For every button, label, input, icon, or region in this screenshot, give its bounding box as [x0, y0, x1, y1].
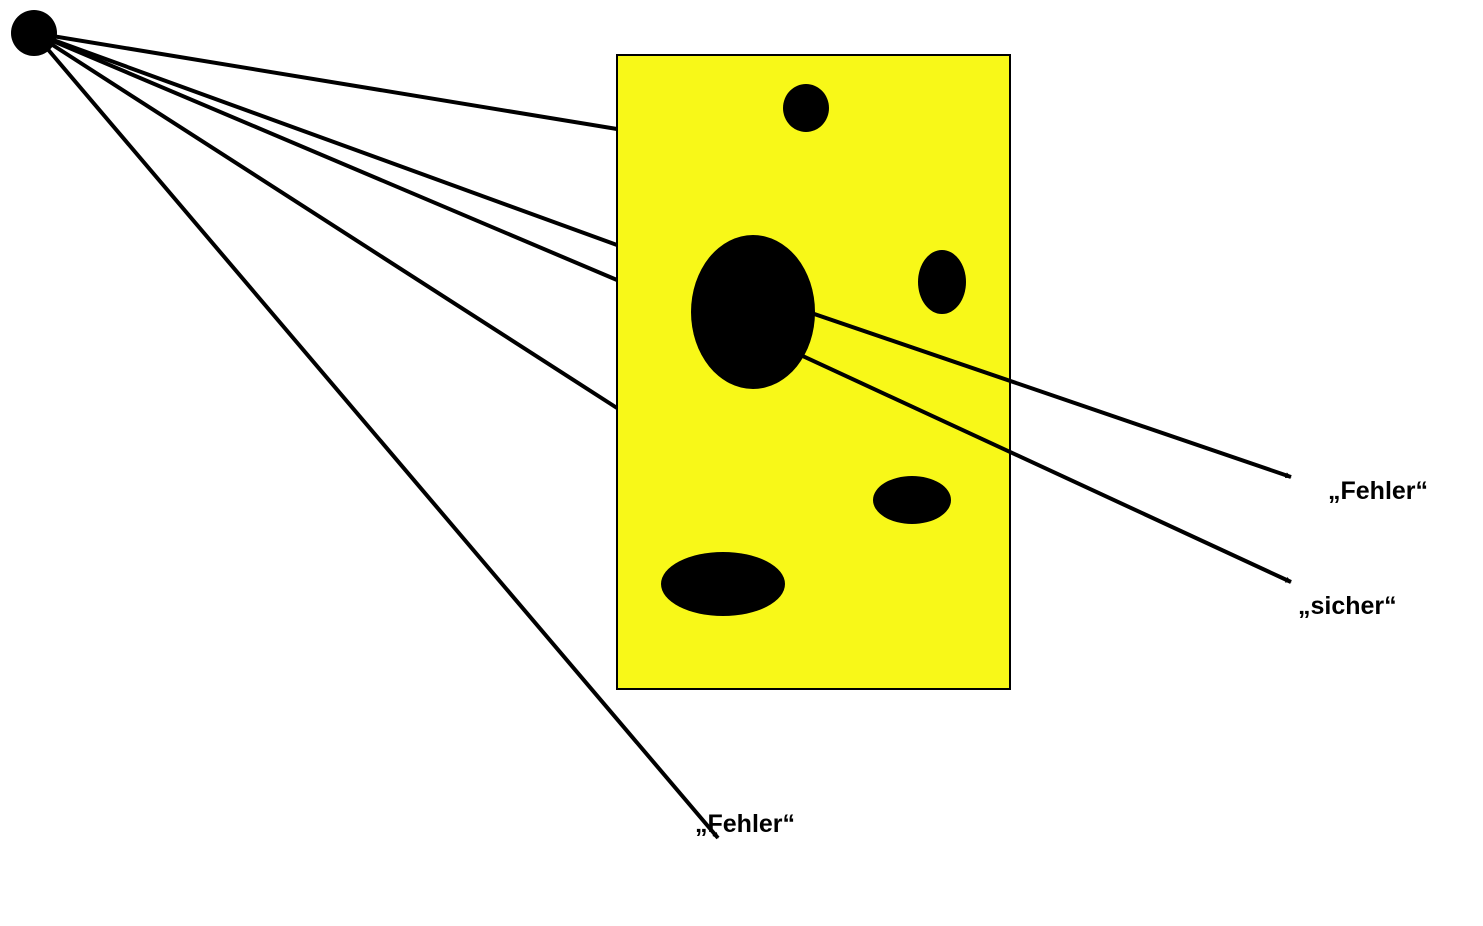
label-sicher: „sicher“: [1298, 592, 1397, 620]
ray-blocked-1: [33, 31, 618, 131]
cheese-hole-small-top: [783, 84, 829, 132]
ray-blocked-2: [33, 31, 618, 247]
ray-through-hole-upper: [752, 291, 1292, 479]
source-point: [11, 10, 57, 56]
label-fehler-bottom: „Fehler“: [695, 810, 795, 838]
ray-miss-arrow: [32, 31, 720, 840]
cheese-hole-oval-bottom: [661, 552, 785, 616]
ray-blocked-3: [33, 31, 618, 282]
label-fehler-right: „Fehler“: [1328, 477, 1428, 505]
cheese-hole-oval-right: [873, 476, 951, 524]
cheese-hole-small-right: [918, 250, 966, 314]
ray-blocked-4: [32, 31, 619, 410]
ray-through-hole-lower: [752, 331, 1292, 584]
cheese-hole-large: [691, 235, 815, 389]
